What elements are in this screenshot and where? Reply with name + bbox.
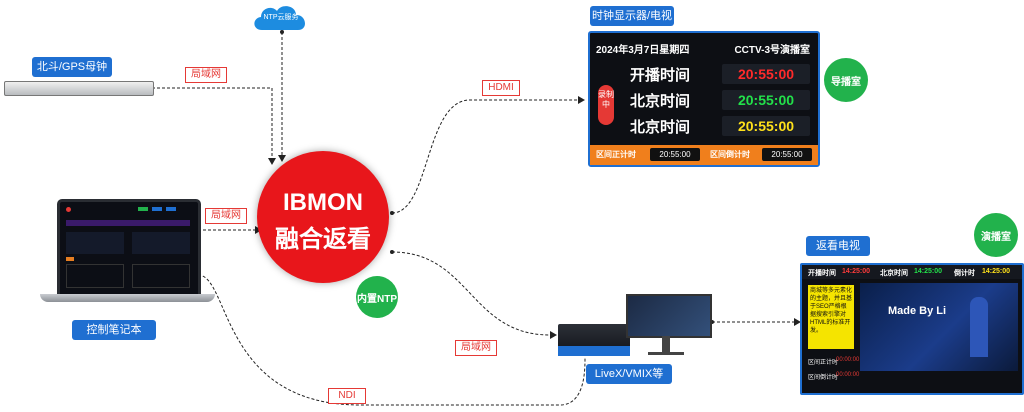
presenter-figure (970, 297, 988, 357)
footer-right-value: 20:55:00 (762, 148, 812, 161)
lan-label-livex: 局域网 (455, 340, 497, 356)
tv-yellow-note: 商城等多元素化的主题，并且基于SEO严格根据搜索引擎对HTML的标准开发。 (808, 285, 854, 349)
clock-row-time: 20:55:00 (722, 90, 810, 110)
tv-bottom2-value: 00:00:00 (836, 372, 860, 378)
ibmon-title: IBMON (283, 189, 363, 216)
tv-top-time: 14:25:00 (982, 268, 1011, 275)
clock-date: 2024年3月7日星期四 (596, 45, 690, 56)
tv-video-caption: Made By Li (888, 305, 947, 317)
clock-display-screen: 2024年3月7日星期四 CCTV-3号演播室 录制中 开播时间 20:55:0… (588, 31, 820, 167)
monitor-foot (648, 352, 684, 355)
tv-top-label: 北京时间 (880, 270, 908, 277)
recording-badge: 录制中 (598, 85, 614, 125)
ntp-cloud-label: NTP云服务 (263, 14, 299, 21)
tv-top-bar: 开播时间 14:25:00 北京时间 14:25:00 倒计时 14:25:00 (802, 265, 1022, 279)
clock-display-label: 时钟显示器/电视 (590, 6, 674, 26)
lan-label-gps: 局域网 (185, 67, 227, 83)
footer-right-label: 区间倒计时 (710, 150, 750, 159)
laptop-label: 控制笔记本 (72, 320, 156, 340)
director-room-badge: 导播室 (824, 58, 868, 102)
cloud-icon (254, 6, 305, 31)
clock-row-time: 20:55:00 (722, 64, 810, 84)
tv-top-label: 倒计时 (954, 270, 975, 277)
lan-label-laptop: 局域网 (205, 208, 247, 224)
ibmon-center-circle: IBMON 融合返看 (257, 151, 389, 283)
internal-ntp-badge: 内置NTP (356, 276, 398, 318)
footer-left-label: 区间正计时 (596, 150, 636, 159)
tv-bottom2-label: 区间倒计时 (808, 375, 839, 381)
footer-left-value: 20:55:00 (650, 148, 700, 161)
livex-label: LiveX/VMIX等 (586, 364, 672, 384)
clock-footer: 区间正计时 20:55:00 区间倒计时 20:55:00 (590, 145, 818, 165)
clock-row-label: 北京时间 (630, 119, 691, 136)
replay-tv-label: 返看电视 (806, 236, 870, 256)
gps-master-clock-device (4, 81, 154, 96)
studio-badge: 演播室 (974, 213, 1018, 257)
clock-row-label: 北京时间 (630, 93, 691, 110)
replay-tv-screen: 开播时间 14:25:00 北京时间 14:25:00 倒计时 14:25:00… (800, 263, 1024, 395)
tv-top-time: 14:25:00 (914, 268, 943, 275)
control-laptop-screen (57, 199, 201, 300)
tv-top-label: 开播时间 (808, 270, 836, 277)
tv-bottom1-label: 区间正计时 (808, 360, 839, 366)
clock-row-time: 20:55:00 (722, 116, 810, 136)
tv-bottom1-value: 00:00:00 (836, 357, 860, 363)
livex-device-front (558, 346, 630, 356)
tv-video-feed (860, 283, 1018, 371)
ndi-label: NDI (328, 388, 366, 404)
monitor-stand (662, 336, 670, 354)
clock-row-label: 开播时间 (630, 67, 691, 84)
control-laptop-base (40, 294, 215, 302)
hdmi-label: HDMI (482, 80, 520, 96)
gps-clock-label: 北斗/GPS母钟 (32, 57, 112, 77)
tv-top-time: 14:25:00 (842, 268, 871, 275)
vmix-monitor (626, 294, 712, 338)
clock-studio-name: CCTV-3号演播室 (734, 45, 810, 56)
ibmon-subtitle: 融合返看 (275, 226, 371, 253)
